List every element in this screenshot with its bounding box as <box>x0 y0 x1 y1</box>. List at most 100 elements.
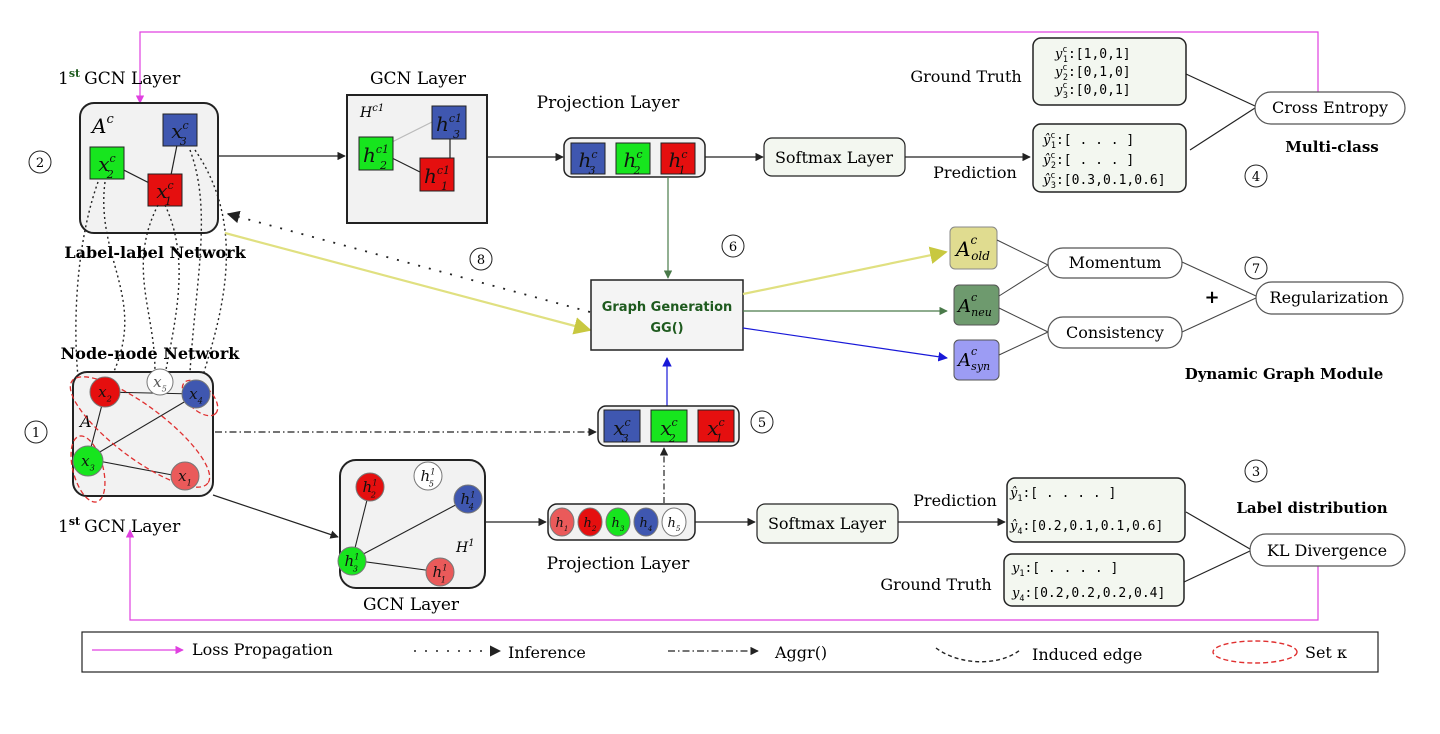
node-h1c1 <box>419 157 455 192</box>
node-h2c1 <box>358 136 394 171</box>
proj-h1-label: h1 <box>556 516 569 533</box>
consistency-label: Consistency <box>1066 323 1164 342</box>
proj-h3c <box>570 142 606 175</box>
step-5-circle <box>750 410 774 434</box>
node-x1c <box>147 173 183 207</box>
step-1-number: 1 <box>32 426 40 441</box>
step-6-circle <box>721 234 745 258</box>
proj-h4-label: h4 <box>640 516 653 533</box>
node-h1-1 <box>425 557 455 587</box>
proj-h4 <box>633 507 659 537</box>
step-1-circle <box>24 420 48 444</box>
aggr-x1c <box>697 409 735 443</box>
proj-h5 <box>661 507 687 537</box>
step-8-number: 8 <box>477 253 485 268</box>
plus-sign: + <box>1204 287 1219 308</box>
node-adjacency-symbol: A <box>78 412 92 431</box>
top-ground-truth-label: Ground Truth <box>910 67 1021 86</box>
top-prediction-box <box>1032 123 1187 193</box>
node-x3-label: x3 <box>81 452 95 473</box>
bottom-softmax-label: Softmax Layer <box>768 514 886 533</box>
a-neu-matrix <box>953 284 1000 326</box>
bottom-projection-title: Projection Layer <box>547 554 691 574</box>
step-2-number: 2 <box>36 156 44 171</box>
consistency-box <box>1047 316 1183 349</box>
bottom-pred-row-2: ŷ4:[0.2,0.1,0.1,0.6] <box>1009 519 1163 536</box>
bottom-pred-row-1: ŷ1:[ . . . . ] <box>1009 486 1116 503</box>
bottom-softmax-box <box>756 503 899 544</box>
legend-loss-label: Loss Propagation <box>192 640 333 659</box>
proj-h2 <box>577 507 603 537</box>
bottom-gt-row-2: y4:[0.2,0.2,0.2,0.4] <box>1011 586 1165 603</box>
bottom-gcn2-title: GCN Layer <box>363 595 460 615</box>
top-projection-title: Projection Layer <box>537 93 681 113</box>
step-6-number: 6 <box>729 240 737 255</box>
kl-divergence-box <box>1249 533 1406 567</box>
regularization-label: Regularization <box>1270 288 1389 307</box>
node-x2c <box>89 146 125 180</box>
graph-generation-box <box>590 279 744 351</box>
node-h3c1 <box>431 105 467 140</box>
top-ground-truth-box <box>1032 37 1187 106</box>
label-adjacency-symbol: Ac <box>90 112 114 138</box>
node-x1-label: x1 <box>178 467 192 488</box>
dynamic-graph-module-title: Dynamic Graph Module <box>1185 365 1384 383</box>
step-8-circle <box>469 247 493 271</box>
node-x2 <box>89 376 121 408</box>
step-5-number: 5 <box>758 416 766 431</box>
legend-aggr-label: Aggr() <box>774 643 827 662</box>
node-h5-1 <box>413 461 443 491</box>
legend-box <box>81 631 1379 673</box>
node-x3c <box>162 113 198 147</box>
top-prediction-label: Prediction <box>933 163 1017 182</box>
legend-induced-edge <box>935 647 1021 663</box>
proj-h3-label: h3 <box>612 516 625 533</box>
loss-propagation-paths <box>125 31 1319 621</box>
legend-inference-label: Inference <box>508 643 586 662</box>
legend-set-ellipse <box>1212 640 1298 664</box>
legend-induced-label: Induced edge <box>1032 645 1142 664</box>
node-h2-1 <box>355 472 385 502</box>
proj-h1 <box>549 507 575 537</box>
proj-h2c <box>615 142 651 175</box>
cross-entropy-label: Cross Entropy <box>1272 98 1388 117</box>
node-x4-label: x4 <box>189 385 203 406</box>
graph-generation-fn: GG() <box>650 321 683 336</box>
node-h3-1 <box>337 546 367 576</box>
node-x1 <box>170 461 200 491</box>
aggr-x2c <box>650 409 688 443</box>
top-gcn2-title: GCN Layer <box>370 69 467 89</box>
bottom-gt-row-1: y1:[ . . . . ] <box>1011 561 1118 578</box>
bottom-ground-truth-box <box>1003 553 1185 607</box>
step-4-number: 4 <box>1252 170 1260 185</box>
bottom-ground-truth-label: Ground Truth <box>880 575 991 594</box>
step-3-circle <box>1244 459 1268 483</box>
kl-divergence-label: KL Divergence <box>1267 541 1387 560</box>
step-7-circle <box>1244 256 1268 280</box>
bottom-gcn2-hidden-label: H1 <box>455 538 475 556</box>
proj-h1c <box>660 142 696 175</box>
